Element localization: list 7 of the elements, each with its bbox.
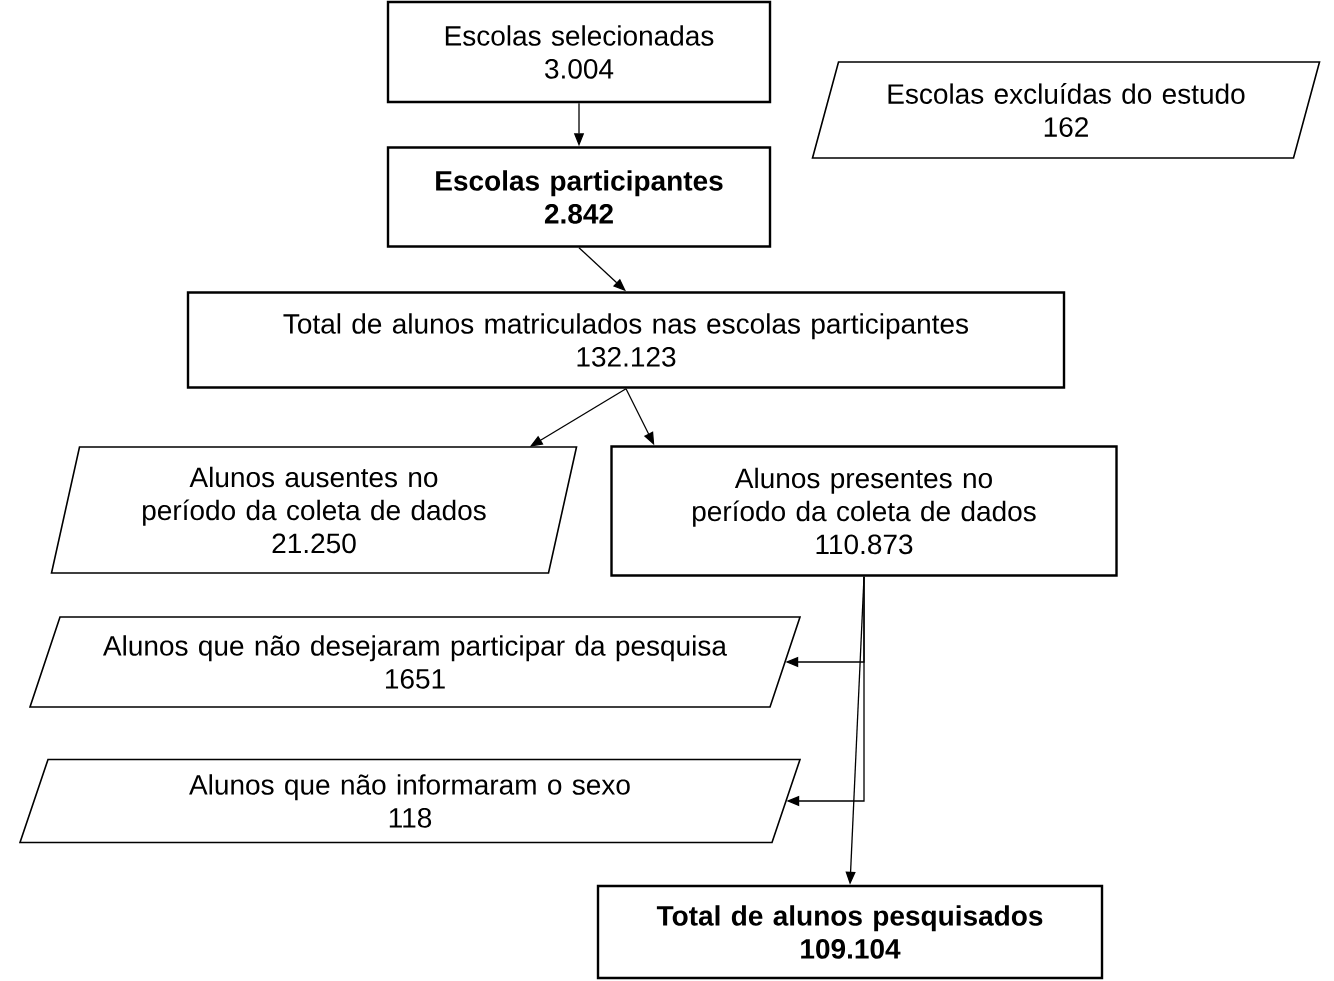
data-parallelogram: Alunos ausentes no período da coleta de dados 21.250: [50, 446, 578, 574]
process-box: Escolas participantes 2.842: [386, 146, 772, 248]
process-box: Total de alunos pesquisados 109.104: [596, 884, 1104, 980]
process-box: Escolas selecionadas 3.004: [386, 0, 772, 104]
process-box: Alunos presentes no período da coleta de dados 110.873: [610, 445, 1118, 577]
process-box: Total de alunos matriculados nas escolas participantes 132.123: [186, 291, 1066, 389]
data-parallelogram: Escolas excluídas do estudo 162: [811, 61, 1321, 159]
